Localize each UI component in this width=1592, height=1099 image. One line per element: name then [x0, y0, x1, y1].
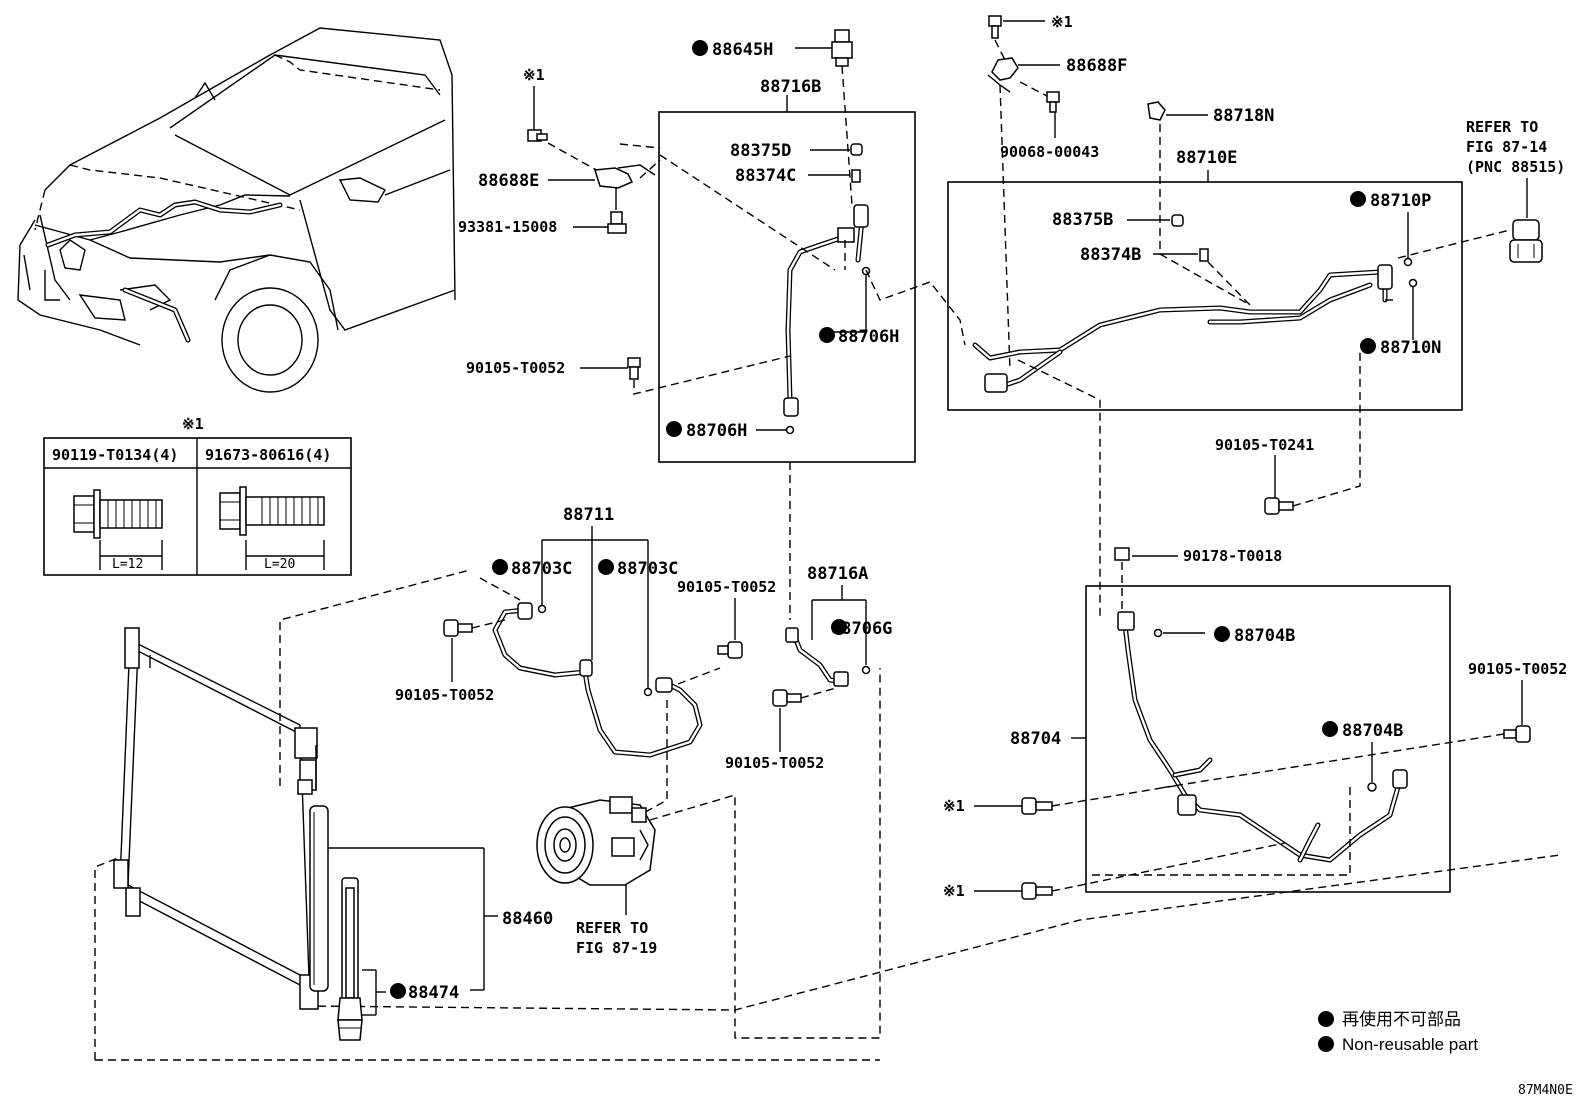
label-93381-15008: 93381-15008	[458, 218, 557, 236]
reference-fig-87-14: REFER TO FIG 87-14 (PNC 88515)	[1466, 118, 1565, 263]
non-reusable-dot-icon	[390, 983, 406, 999]
legend-line2: Non-reusable part	[1342, 1035, 1478, 1054]
label-90105-t0052-c: 90105-T0052	[677, 578, 776, 596]
label-88706h-a: 88706H	[838, 327, 899, 347]
non-reusable-dot-icon	[819, 327, 835, 343]
label-88704b-a: 88704B	[1234, 626, 1295, 646]
bolt-90105-t0052-a-group: 90105-T0052	[466, 355, 791, 395]
refer-1419-line1: REFER TO	[1466, 118, 1538, 136]
label-90105-t0052-b: 90105-T0052	[395, 686, 494, 704]
label-88710n: 88710N	[1380, 338, 1441, 358]
figure-reference-code: 87M4N0E	[1518, 1083, 1573, 1098]
label-88716b: 88716B	[760, 77, 821, 97]
label-90105-t0052-a: 90105-T0052	[466, 359, 565, 377]
non-reusable-dot-icon	[1214, 626, 1230, 642]
non-reusable-dot-icon	[666, 421, 682, 437]
cap-88375d-icon	[850, 143, 863, 156]
label-90105-t0241: 90105-T0241	[1215, 436, 1314, 454]
label-88645h: 88645H	[712, 40, 773, 60]
vehicle-illustration	[17, 27, 456, 393]
inset-col1-header: 90119-T0134(4)	[52, 446, 178, 464]
mark-4: ※1	[943, 882, 965, 900]
label-88711: 88711	[563, 505, 614, 525]
label-88704: 88704	[1010, 729, 1061, 749]
filter-icon	[337, 877, 363, 1041]
clamp-88718n-group: 88718N	[1147, 101, 1274, 250]
non-reusable-dot-icon	[598, 559, 614, 575]
non-reusable-dot-icon	[1322, 721, 1338, 737]
label-88474: 88474	[408, 983, 459, 1003]
inset-col2-length: L=20	[264, 557, 295, 572]
refer-1419-line2: FIG 87-14	[1466, 138, 1547, 156]
label-88716a: 88716A	[807, 564, 868, 584]
bracket-88688f-group: ※1 88688F 90068-00043	[987, 13, 1127, 371]
non-reusable-dot-icon	[492, 559, 508, 575]
pipe-88716b-group: 88716B 88645H 88375D 88374C 88706H	[658, 29, 916, 463]
bolt-l20-icon	[219, 486, 325, 570]
inset-mark: ※1	[182, 415, 204, 433]
condenser-icon	[113, 627, 319, 1010]
pipe-88710e-group: 88710E 88375B 88374B 88710P 88710N	[947, 148, 1511, 411]
label-88688f: 88688F	[1066, 56, 1127, 76]
label-88704b-b: 88704B	[1342, 721, 1403, 741]
label-88710e: 88710E	[1176, 148, 1237, 168]
legend-line1: 再使用不可部品	[1342, 1009, 1461, 1029]
non-reusable-dot-icon	[1350, 191, 1366, 207]
valve-88374b-icon	[1199, 248, 1209, 262]
non-reusable-dot-icon	[692, 40, 708, 56]
receiver-dryer-icon	[309, 805, 329, 992]
inset-col2-header: 91673-80616(4)	[205, 446, 331, 464]
mark-2: ※1	[1051, 13, 1073, 31]
bolt-90105-t0052-e-group: 90105-T0052	[1159, 660, 1567, 789]
inset-col1-length: L=12	[112, 557, 143, 572]
label-88688e: 88688E	[478, 171, 539, 191]
non-reusable-dot-icon	[831, 619, 847, 635]
bolt-mark1-a-group: ※1	[943, 784, 1181, 815]
label-88374c: 88374C	[735, 166, 796, 186]
label-90105-t0052-d: 90105-T0052	[725, 754, 824, 772]
bolt-90105-t0241-group: 90105-T0241	[1215, 350, 1361, 515]
non-reusable-dot-icon	[1360, 338, 1376, 354]
valve-88515-icon	[1509, 219, 1543, 263]
compressor-group: REFER TO FIG 87-19	[536, 668, 881, 1039]
label-88374b: 88374B	[1080, 245, 1141, 265]
nut-90178-icon	[1114, 547, 1130, 561]
pressure-switch-icon	[831, 29, 853, 67]
label-90068-00043: 90068-00043	[1000, 143, 1099, 161]
refer-1919-line2: FIG 87-19	[576, 939, 657, 957]
bolt-mark1-b-group: ※1	[943, 842, 1286, 900]
label-88706g: 88706G	[831, 619, 892, 639]
refer-1419-line3: (PNC 88515)	[1466, 158, 1565, 176]
label-90178-t0018: 90178-T0018	[1183, 547, 1282, 565]
refer-1919-line1: REFER TO	[576, 919, 648, 937]
bolt-l12-icon	[73, 489, 163, 570]
label-88375d: 88375D	[730, 141, 791, 161]
cap-88375b-icon	[1171, 214, 1184, 227]
mark-1: ※1	[523, 66, 545, 84]
mark-3: ※1	[943, 797, 965, 815]
label-88460: 88460	[502, 909, 553, 929]
hose-88704-group: 90178-T0018 88704B 88704B 88704	[1010, 547, 1451, 893]
label-88710p: 88710P	[1370, 191, 1431, 211]
label-88718n: 88718N	[1213, 106, 1274, 126]
label-90105-t0052-e: 90105-T0052	[1468, 660, 1567, 678]
legend: 再使用不可部品 Non-reusable part	[1318, 1009, 1478, 1054]
legend-dot-icon	[1318, 1036, 1334, 1052]
bolt-inset-table: ※1 90119-T0134(4) 91673-80616(4) L=12	[43, 415, 352, 576]
pipe-88711-group: 88711 88703C 88703C 90105-T0052 90105-T0…	[395, 505, 776, 816]
bracket-88688e-group: ※1 88688E 93381-15008	[458, 66, 836, 271]
valve-88374c-icon	[851, 169, 861, 183]
label-88703c-b: 88703C	[617, 559, 678, 579]
condenser-group: 88460 88474	[94, 569, 1561, 1061]
compressor-icon	[536, 796, 656, 886]
legend-dot-icon	[1318, 1011, 1334, 1027]
pipe-88716a-group: 88716A 88706G 90105-T0052	[725, 564, 892, 772]
label-88703c-a: 88703C	[511, 559, 572, 579]
label-88706h-b: 88706H	[686, 421, 747, 441]
label-88375b: 88375B	[1052, 210, 1113, 230]
